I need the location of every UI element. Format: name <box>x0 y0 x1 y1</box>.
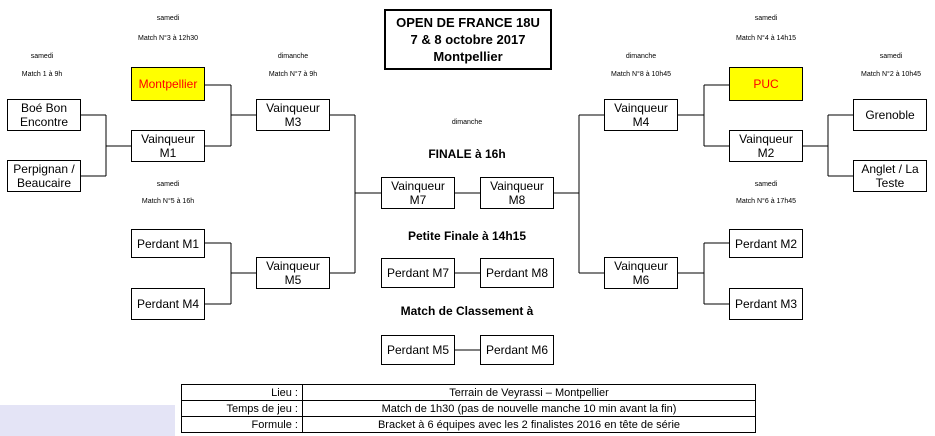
finale-label: FINALE à 16h <box>428 147 506 161</box>
center-day: dimanche <box>451 119 483 126</box>
info-value: Match de 1h30 (pas de nouvelle manche 10… <box>302 400 756 417</box>
m2-label: Match N°2 à 10h45 <box>860 71 922 78</box>
winner-m8: Vainqueur M8 <box>480 177 554 209</box>
m6-label: Match N°6 à 17h45 <box>735 198 797 205</box>
classement-label: Match de Classement à <box>400 304 534 318</box>
info-value: Terrain de Veyrassi – Montpellier <box>302 384 756 401</box>
m6-day: samedi <box>754 181 778 188</box>
title-line-1: OPEN DE FRANCE 18U <box>396 15 540 30</box>
winner-m2: Vainqueur M2 <box>729 130 803 162</box>
info-row: Formule : Bracket à 6 équipes avec les 2… <box>181 416 756 433</box>
m1-day: samedi <box>30 53 54 60</box>
loser-m8: Perdant M8 <box>480 258 554 288</box>
info-key: Temps de jeu : <box>181 400 303 417</box>
m4-label: Match N°4 à 14h15 <box>735 35 797 42</box>
m2-day: samedi <box>879 53 903 60</box>
team-grenoble: Grenoble <box>853 99 927 131</box>
seed-montpellier: Montpellier <box>131 67 205 101</box>
loser-m1: Perdant M1 <box>131 229 205 258</box>
info-row: Temps de jeu : Match de 1h30 (pas de nou… <box>181 400 756 417</box>
info-row: Lieu : Terrain de Veyrassi – Montpellier <box>181 384 756 401</box>
m1-label: Match 1 à 9h <box>21 71 63 78</box>
winner-m6: Vainqueur M6 <box>604 257 678 289</box>
m3-day: samedi <box>156 15 180 22</box>
team-boe-bon-encontre: Boé Bon Encontre <box>7 99 81 131</box>
tournament-title: OPEN DE FRANCE 18U 7 & 8 octobre 2017 Mo… <box>384 9 552 70</box>
side-panel <box>0 405 175 436</box>
title-line-3: Montpellier <box>433 49 503 64</box>
m5-label: Match N°5 à 16h <box>141 198 195 205</box>
m8-label: Match N°8 à 10h45 <box>610 71 672 78</box>
loser-m6: Perdant M6 <box>480 335 554 365</box>
winner-m5: Vainqueur M5 <box>256 257 330 289</box>
m8-day: dimanche <box>625 53 657 60</box>
winner-m3: Vainqueur M3 <box>256 99 330 131</box>
info-table: Lieu : Terrain de Veyrassi – Montpellier… <box>181 384 756 433</box>
seed-puc: PUC <box>729 67 803 101</box>
info-key: Formule : <box>181 416 303 433</box>
m7-label: Match N°7 à 9h <box>268 71 318 78</box>
info-value: Bracket à 6 équipes avec les 2 finaliste… <box>302 416 756 433</box>
loser-m4: Perdant M4 <box>131 288 205 320</box>
m7-day: dimanche <box>277 53 309 60</box>
loser-m7: Perdant M7 <box>381 258 455 288</box>
m3-label: Match N°3 à 12h30 <box>137 35 199 42</box>
winner-m4: Vainqueur M4 <box>604 99 678 131</box>
team-perpignan-beaucaire: Perpignan / Beaucaire <box>7 160 81 192</box>
winner-m1: Vainqueur M1 <box>131 130 205 162</box>
info-key: Lieu : <box>181 384 303 401</box>
m4-day: samedi <box>754 15 778 22</box>
title-line-2: 7 & 8 octobre 2017 <box>410 32 526 47</box>
team-anglet-la-teste: Anglet / La Teste <box>853 160 927 192</box>
loser-m3: Perdant M3 <box>729 288 803 320</box>
m5-day: samedi <box>156 181 180 188</box>
petite-finale-label: Petite Finale à 14h15 <box>407 229 527 243</box>
loser-m2: Perdant M2 <box>729 229 803 258</box>
loser-m5: Perdant M5 <box>381 335 455 365</box>
winner-m7: Vainqueur M7 <box>381 177 455 209</box>
